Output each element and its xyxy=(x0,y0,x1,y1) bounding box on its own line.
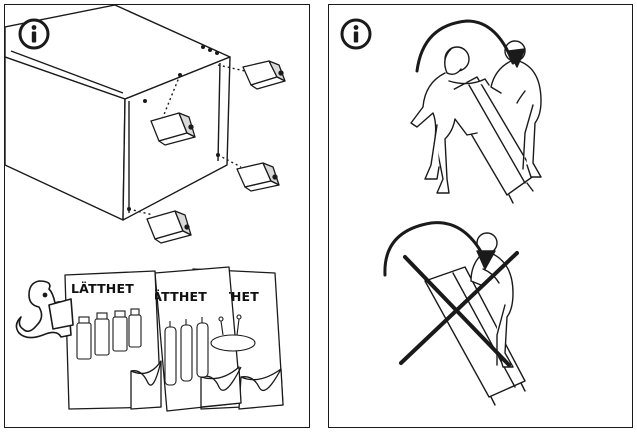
left-instruction-panel: LÄTTHET LÄTTHET LÄTTHET xyxy=(4,4,310,428)
manual-title: LÄTTHET xyxy=(155,289,207,304)
info-icon xyxy=(17,17,51,51)
reading-person-icon xyxy=(15,280,74,339)
manual-title: LÄTTHET xyxy=(71,281,134,296)
manual-leg-drawings xyxy=(76,308,256,386)
incorrect-tilt-scene xyxy=(383,221,526,406)
two-person-tilt-illustration xyxy=(383,19,542,406)
cabinet-leg xyxy=(146,210,192,244)
cabinet-leg xyxy=(242,60,286,90)
cabinet-leg xyxy=(236,162,280,192)
correct-tilt-scene xyxy=(410,19,542,204)
person-left xyxy=(410,46,490,194)
right-instruction-panel xyxy=(328,4,633,428)
info-icon xyxy=(339,17,373,51)
leg-group xyxy=(146,60,286,244)
cabinet-leg xyxy=(150,112,196,146)
manual-title: LÄTTHET xyxy=(229,289,259,304)
cabinet-legs-illustration xyxy=(5,5,286,412)
person-single xyxy=(470,232,514,368)
